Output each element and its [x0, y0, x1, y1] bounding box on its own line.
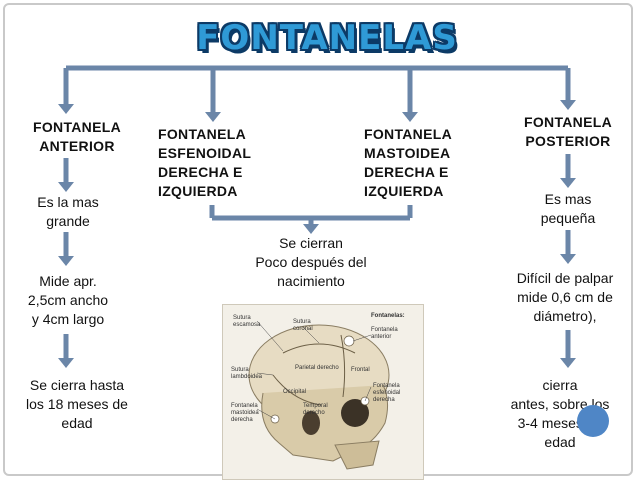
skull-label-fontanela-mastoidea: Fontanela mastoidea derecha: [231, 403, 259, 423]
posterior-item-1: Es mas pequeña: [540, 191, 596, 226]
middle-bracket: [209, 205, 413, 226]
anterior-header: FONTANELA ANTERIOR: [33, 119, 121, 154]
esfenoidal-header: FONTANELA ESFENOIDAL DERECHA E IZQUIERDA: [158, 126, 252, 199]
title-text: FONTANELAS: [196, 18, 458, 58]
skull-label-sutura-lambdoidea: Sutura lambdoidea: [231, 367, 263, 380]
page-title: FONTANELAS: [196, 14, 457, 62]
shared-closing-note: Se cierran Poco después del nacimiento: [255, 235, 367, 289]
anterior-item-1: Es la mas grande: [37, 194, 99, 229]
skull-label-legend-title: Fontanelas:: [371, 313, 405, 319]
skull-label-sutura-escamosa: Sutura escamosa: [233, 315, 261, 328]
posterior-item-2: Difícil de palpar mide 0,6 cm de diámetr…: [516, 270, 614, 324]
skull-illustration: Sutura escamosa Sutura coronal Fontanela…: [222, 304, 424, 480]
skull-label-fontanela-esfenoidal: Fontanela esfenoidal derecha: [373, 383, 401, 403]
mastoidea-header: FONTANELA MASTOIDEA DERECHA E IZQUIERDA: [364, 126, 452, 199]
skull-label-frontal: Frontal: [351, 367, 370, 373]
title-bracket: [63, 65, 571, 114]
skull-label-occipital: Occipital: [283, 389, 307, 395]
skull-label-fontanela-anterior: Fontanela anterior: [371, 327, 398, 340]
skull-drawing: [248, 320, 390, 470]
skull-label-parietal: Parietal derecho: [295, 365, 339, 371]
accent-dot: [577, 405, 609, 437]
anterior-item-3: Se cierra hasta los 18 meses de edad: [26, 377, 128, 431]
skull-label-sutura-coronal: Sutura coronal: [293, 319, 313, 332]
posterior-header: FONTANELA POSTERIOR: [524, 114, 612, 149]
anterior-item-2: Mide apr. 2,5cm ancho y 4cm largo: [27, 273, 109, 327]
skull-label-temporal: Temporal derecho: [303, 403, 328, 416]
title-bracket-arrowheads: [58, 100, 576, 122]
